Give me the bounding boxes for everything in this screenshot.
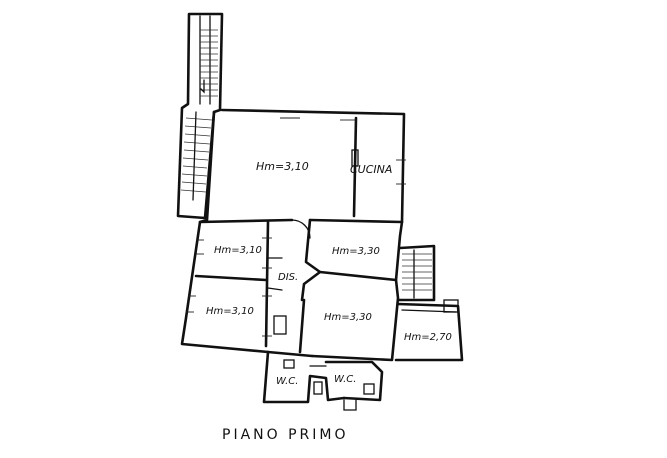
room-label-camera-1: Hm=3,10 [214, 245, 262, 256]
room-label-veranda: Hm=2,70 [404, 332, 452, 343]
staircase [176, 12, 224, 220]
plan-title: PIANO PRIMO [222, 427, 349, 443]
room-label-cucina: CUCINA [350, 163, 392, 176]
room-label-camera-2: Hm=3,30 [332, 246, 380, 257]
room-label-camera-4: Hm=3,30 [324, 312, 372, 323]
right-stairs [396, 244, 436, 302]
room-label-wc-1: W.C. [276, 376, 298, 387]
outer-walls [180, 108, 406, 362]
veranda [394, 299, 464, 362]
partitions [186, 116, 406, 354]
room-label-wc-2: W.C. [334, 374, 356, 385]
wc-block [262, 350, 384, 411]
room-label-soggiorno: Hm=3,10 [256, 160, 309, 173]
room-label-dis: DIS. [278, 272, 298, 283]
room-label-camera-3: Hm=3,10 [206, 306, 254, 317]
